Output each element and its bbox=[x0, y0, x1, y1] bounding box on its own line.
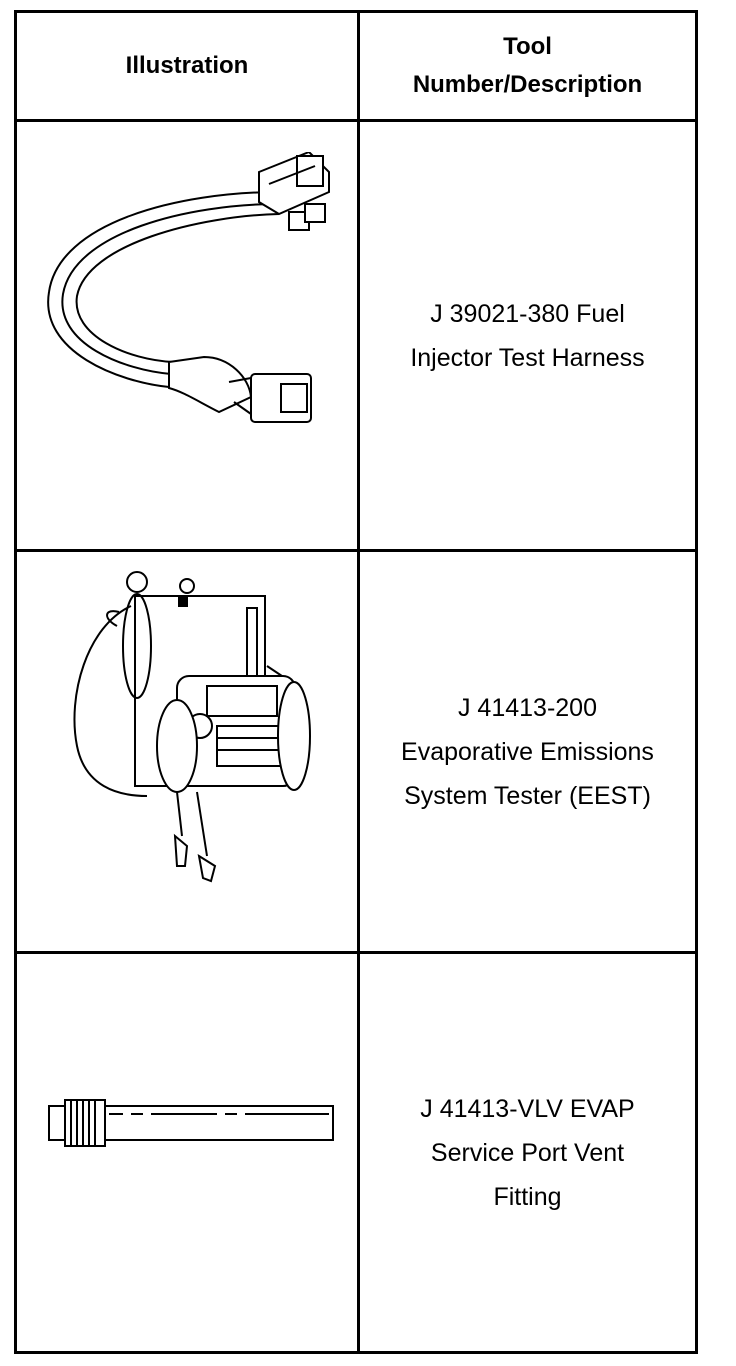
header-illustration: Illustration bbox=[17, 13, 357, 119]
row-2-line-3: System Tester (EEST) bbox=[404, 781, 651, 810]
table-row-3-description: J 41413-VLV EVAP Service Port Vent Fitti… bbox=[360, 954, 695, 1351]
row-2-line-1: J 41413-200 bbox=[457, 693, 597, 722]
evap-tester-icon bbox=[73, 571, 311, 883]
row-divider bbox=[17, 951, 695, 954]
row-divider bbox=[17, 549, 695, 552]
vent-fitting-icon bbox=[48, 1099, 334, 1147]
header-illustration-label: Illustration bbox=[125, 52, 249, 79]
row-3-line-1: J 41413-VLV EVAP bbox=[420, 1094, 635, 1123]
column-divider bbox=[357, 13, 360, 1351]
table-row-1-illustration bbox=[17, 122, 357, 549]
header-divider bbox=[17, 119, 695, 122]
table-row-3-illustration bbox=[17, 954, 357, 1351]
header-tool-line2: Number/Description bbox=[412, 71, 643, 98]
table-row-2-description: J 41413-200 Evaporative Emissions System… bbox=[360, 552, 695, 951]
row-2-line-2: Evaporative Emissions bbox=[401, 737, 654, 766]
header-tool: Tool Number/Description bbox=[360, 13, 695, 119]
row-1-line-2: Injector Test Harness bbox=[410, 343, 645, 372]
row-3-line-2: Service Port Vent bbox=[430, 1138, 625, 1167]
row-1-line-1: J 39021-380 Fuel bbox=[430, 299, 625, 328]
harness-icon bbox=[47, 152, 330, 423]
tool-table: Illustration Tool Number/Description J 3… bbox=[14, 10, 698, 1354]
table-row-1-description: J 39021-380 Fuel Injector Test Harness bbox=[360, 122, 695, 549]
row-3-line-3: Fitting bbox=[493, 1182, 562, 1211]
header-tool-line1: Tool bbox=[503, 33, 552, 60]
table-row-2-illustration bbox=[17, 552, 357, 951]
